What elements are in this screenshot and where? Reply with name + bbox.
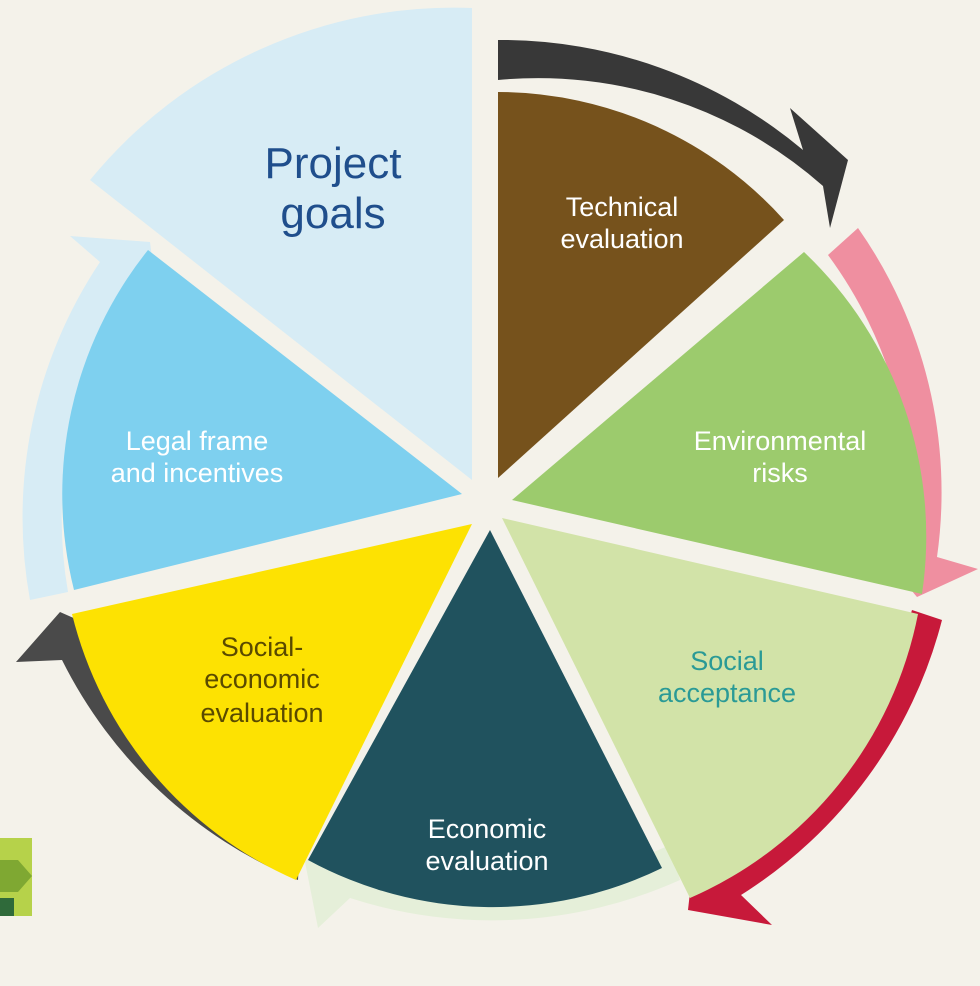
arrow-pale bbox=[305, 812, 680, 928]
arrow-lightblue bbox=[22, 236, 158, 600]
label-social-acceptance: Social acceptance bbox=[658, 646, 796, 708]
technical-line1: Technical bbox=[566, 192, 679, 222]
legal-line1: Legal frame bbox=[126, 426, 269, 456]
economic-line2: evaluation bbox=[425, 846, 548, 876]
label-economic-evaluation: Economic evaluation bbox=[425, 814, 548, 876]
environmental-line1: Environmental bbox=[694, 426, 867, 456]
economic-line1: Economic bbox=[428, 814, 547, 844]
label-environmental-risks: Environmental risks bbox=[694, 426, 867, 488]
label-technical-evaluation: Technical evaluation bbox=[560, 192, 683, 254]
segment-economic-evaluation bbox=[308, 530, 662, 908]
segment-technical-evaluation bbox=[498, 92, 784, 478]
social-acceptance-line2: acceptance bbox=[658, 678, 796, 708]
social-economic-line1: Social- bbox=[221, 632, 304, 662]
environmental-line2: risks bbox=[752, 458, 808, 488]
segment-social-economic-evaluation bbox=[72, 524, 472, 880]
project-goals-line1: Project bbox=[265, 139, 402, 188]
label-legal-frame: Legal frame and incentives bbox=[111, 426, 284, 488]
legal-line2: and incentives bbox=[111, 458, 284, 488]
label-project-goals: Project goals bbox=[265, 139, 402, 238]
technical-line2: evaluation bbox=[560, 224, 683, 254]
social-economic-line2: economic bbox=[204, 664, 320, 694]
arrow-dark bbox=[498, 39, 848, 229]
label-social-economic-evaluation: Social- economic evaluation bbox=[200, 632, 323, 728]
social-economic-line3: evaluation bbox=[200, 698, 323, 728]
logo-fragment-icon bbox=[0, 838, 32, 916]
segment-legal-frame bbox=[62, 250, 463, 590]
segment-project-goals bbox=[90, 7, 472, 481]
segment-social-acceptance bbox=[502, 518, 918, 898]
social-acceptance-line1: Social bbox=[690, 646, 764, 676]
project-goals-line2: goals bbox=[280, 189, 385, 238]
segment-environmental-risks bbox=[512, 252, 927, 594]
